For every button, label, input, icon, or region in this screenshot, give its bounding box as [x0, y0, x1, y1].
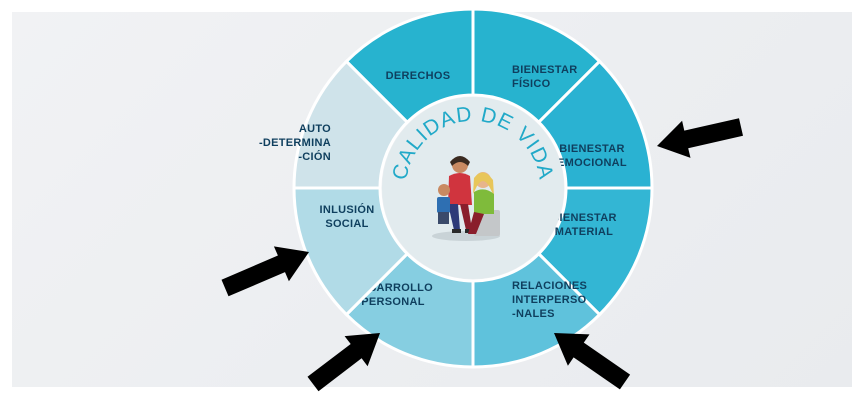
segment-label-line: AUTO [299, 123, 331, 135]
segment-label-line: -DETERMINA [259, 137, 331, 149]
people-illustration-icon [432, 156, 500, 241]
segment-label-line: -CIÓN [298, 150, 331, 163]
segment-label-line: BIENESTAR [551, 212, 616, 224]
segment-label-bienestar-emocional: BIENESTAR EMOCIONAL [557, 143, 627, 169]
segment-label-line: EMOCIONAL [557, 157, 627, 169]
segment-label-inclusion-social: INLUSIÓN SOCIAL [320, 203, 375, 230]
segment-label-line: RELACIONES [512, 280, 587, 292]
arrow-relaciones-icon [554, 333, 631, 390]
segment-label-relaciones-interpersonales: RELACIONES INTERPERSO -NALES [512, 280, 587, 320]
arrow-inclusion-icon [221, 246, 309, 297]
segment-label-line: SOCIAL [325, 218, 368, 230]
segment-label-line: INTERPERSO [512, 294, 587, 306]
segment-label-line: BIENESTAR [559, 143, 624, 155]
center-circle [382, 97, 564, 279]
segment-label-line: INLUSIÓN [320, 203, 375, 216]
segment-label-bienestar-material: BIENESTAR MATERIAL [551, 212, 616, 238]
segment-label-autodeterminacion: AUTO -DETERMINA-CIÓN [259, 123, 331, 163]
segment-autodeterminacion [292, 59, 410, 190]
segment-label-line: BIENESTAR [512, 64, 577, 76]
segment-label-line: DERECHOS [386, 70, 451, 82]
arrows-group [221, 118, 743, 392]
arrow-desarrollo-icon [307, 333, 380, 392]
segment-label-line: FÍSICO [512, 77, 551, 90]
segment-label-line: -NALES [512, 308, 555, 320]
segment-label-line: MATERIAL [555, 226, 613, 238]
arrow-emocional-icon [657, 118, 743, 158]
segment-label-line: PERSONAL [361, 296, 425, 308]
segment-label-derechos: DERECHOS [386, 70, 451, 82]
